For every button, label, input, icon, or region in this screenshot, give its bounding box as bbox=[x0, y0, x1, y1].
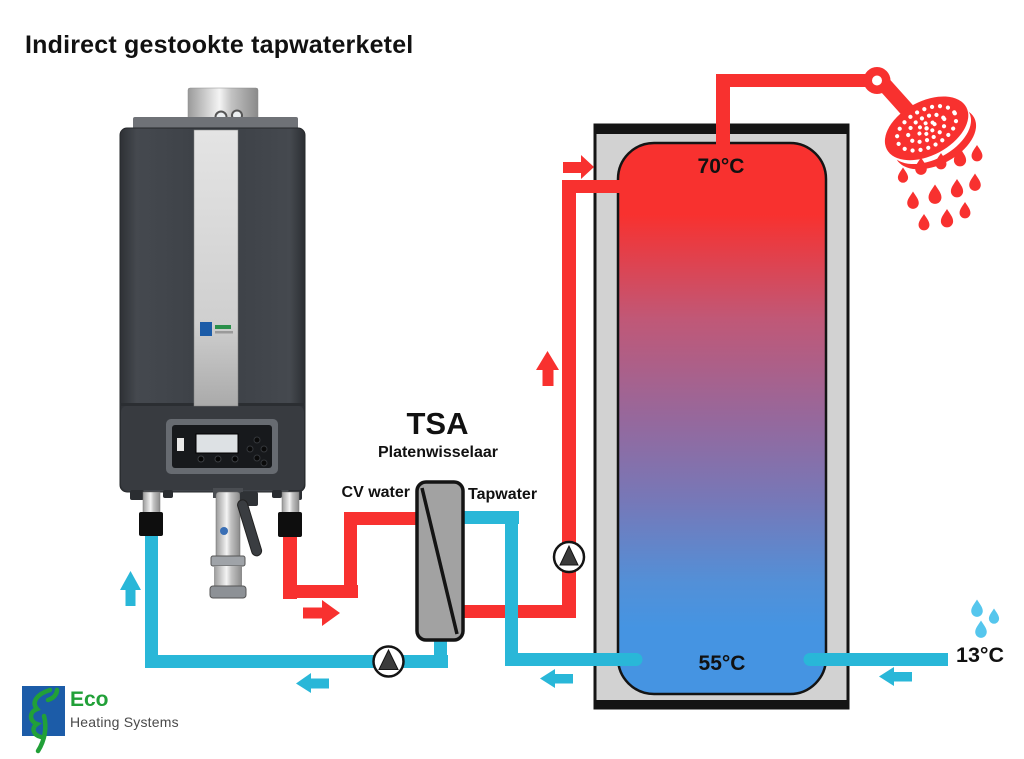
tapwater-hot-pipe bbox=[462, 180, 639, 618]
eco-logo-glyph bbox=[28, 687, 60, 754]
logo-brand: Eco bbox=[70, 688, 109, 711]
panel-indicator bbox=[177, 438, 184, 451]
flow-arrow-tank-inlet-icon bbox=[563, 155, 594, 179]
shower-feed-pipe bbox=[716, 74, 879, 87]
panel-button bbox=[197, 455, 205, 463]
boiler-brand-logo bbox=[200, 322, 233, 336]
shower bbox=[716, 67, 983, 231]
boiler-left-fitting bbox=[139, 512, 163, 536]
boiler-right-fitting bbox=[278, 512, 302, 537]
flow-arrow-cv-return-up-icon bbox=[120, 571, 141, 606]
boiler-lcd-display bbox=[195, 433, 239, 454]
flow-arrow-tapwater-up-icon bbox=[536, 351, 559, 386]
cold-inlet-temperature: 13°C bbox=[956, 643, 1005, 667]
shower-riser-pipe bbox=[716, 74, 730, 157]
boiler-control-panel bbox=[166, 419, 278, 474]
cv-water-label: CV water bbox=[341, 484, 410, 501]
valve-assembly bbox=[209, 488, 263, 599]
tapwater-label: Tapwater bbox=[468, 486, 538, 503]
boiler bbox=[119, 87, 306, 599]
storage-tank bbox=[593, 123, 850, 710]
cold-water-drops-icon bbox=[971, 599, 1000, 638]
heat-exchanger-name: TSA bbox=[406, 406, 469, 441]
valve-handle bbox=[237, 499, 263, 557]
page-title: Indirect gestookte tapwaterketel bbox=[25, 31, 414, 59]
tapwater-cold-pipe bbox=[462, 511, 643, 666]
cv-supply-pipe bbox=[283, 512, 419, 599]
cv-pump-icon bbox=[372, 645, 405, 678]
boiler-front-stripe bbox=[193, 129, 239, 407]
panel-button bbox=[214, 455, 222, 463]
shower-head-icon bbox=[884, 96, 977, 170]
heat-exchanger-type-label: Platenwisselaar bbox=[377, 444, 499, 461]
cold-inlet-pipe bbox=[803, 653, 948, 666]
tapwater-pump-icon bbox=[552, 540, 586, 574]
flow-arrow-tapwater-cold-icon bbox=[540, 669, 573, 688]
flow-arrow-cold-inlet-icon bbox=[879, 667, 912, 686]
boiler-right-connection bbox=[281, 491, 300, 515]
tank-water-gradient bbox=[616, 141, 828, 696]
boiler-left-connection bbox=[142, 491, 161, 515]
tank-bottom-temperature: 55°C bbox=[698, 652, 746, 675]
tank-top-temperature: 70°C bbox=[697, 155, 745, 178]
panel-dial-buttons bbox=[246, 436, 268, 467]
plate-heat-exchanger bbox=[415, 480, 465, 642]
panel-button bbox=[231, 455, 239, 463]
logo-tagline: Heating Systems bbox=[70, 714, 179, 730]
tank-bottom-cap bbox=[595, 700, 848, 708]
eco-logo-mark bbox=[22, 686, 65, 754]
cv-return-pipe bbox=[145, 535, 448, 668]
flow-arrow-cv-return-left-icon bbox=[296, 673, 329, 693]
flow-arrow-cv-supply-icon bbox=[303, 600, 340, 626]
